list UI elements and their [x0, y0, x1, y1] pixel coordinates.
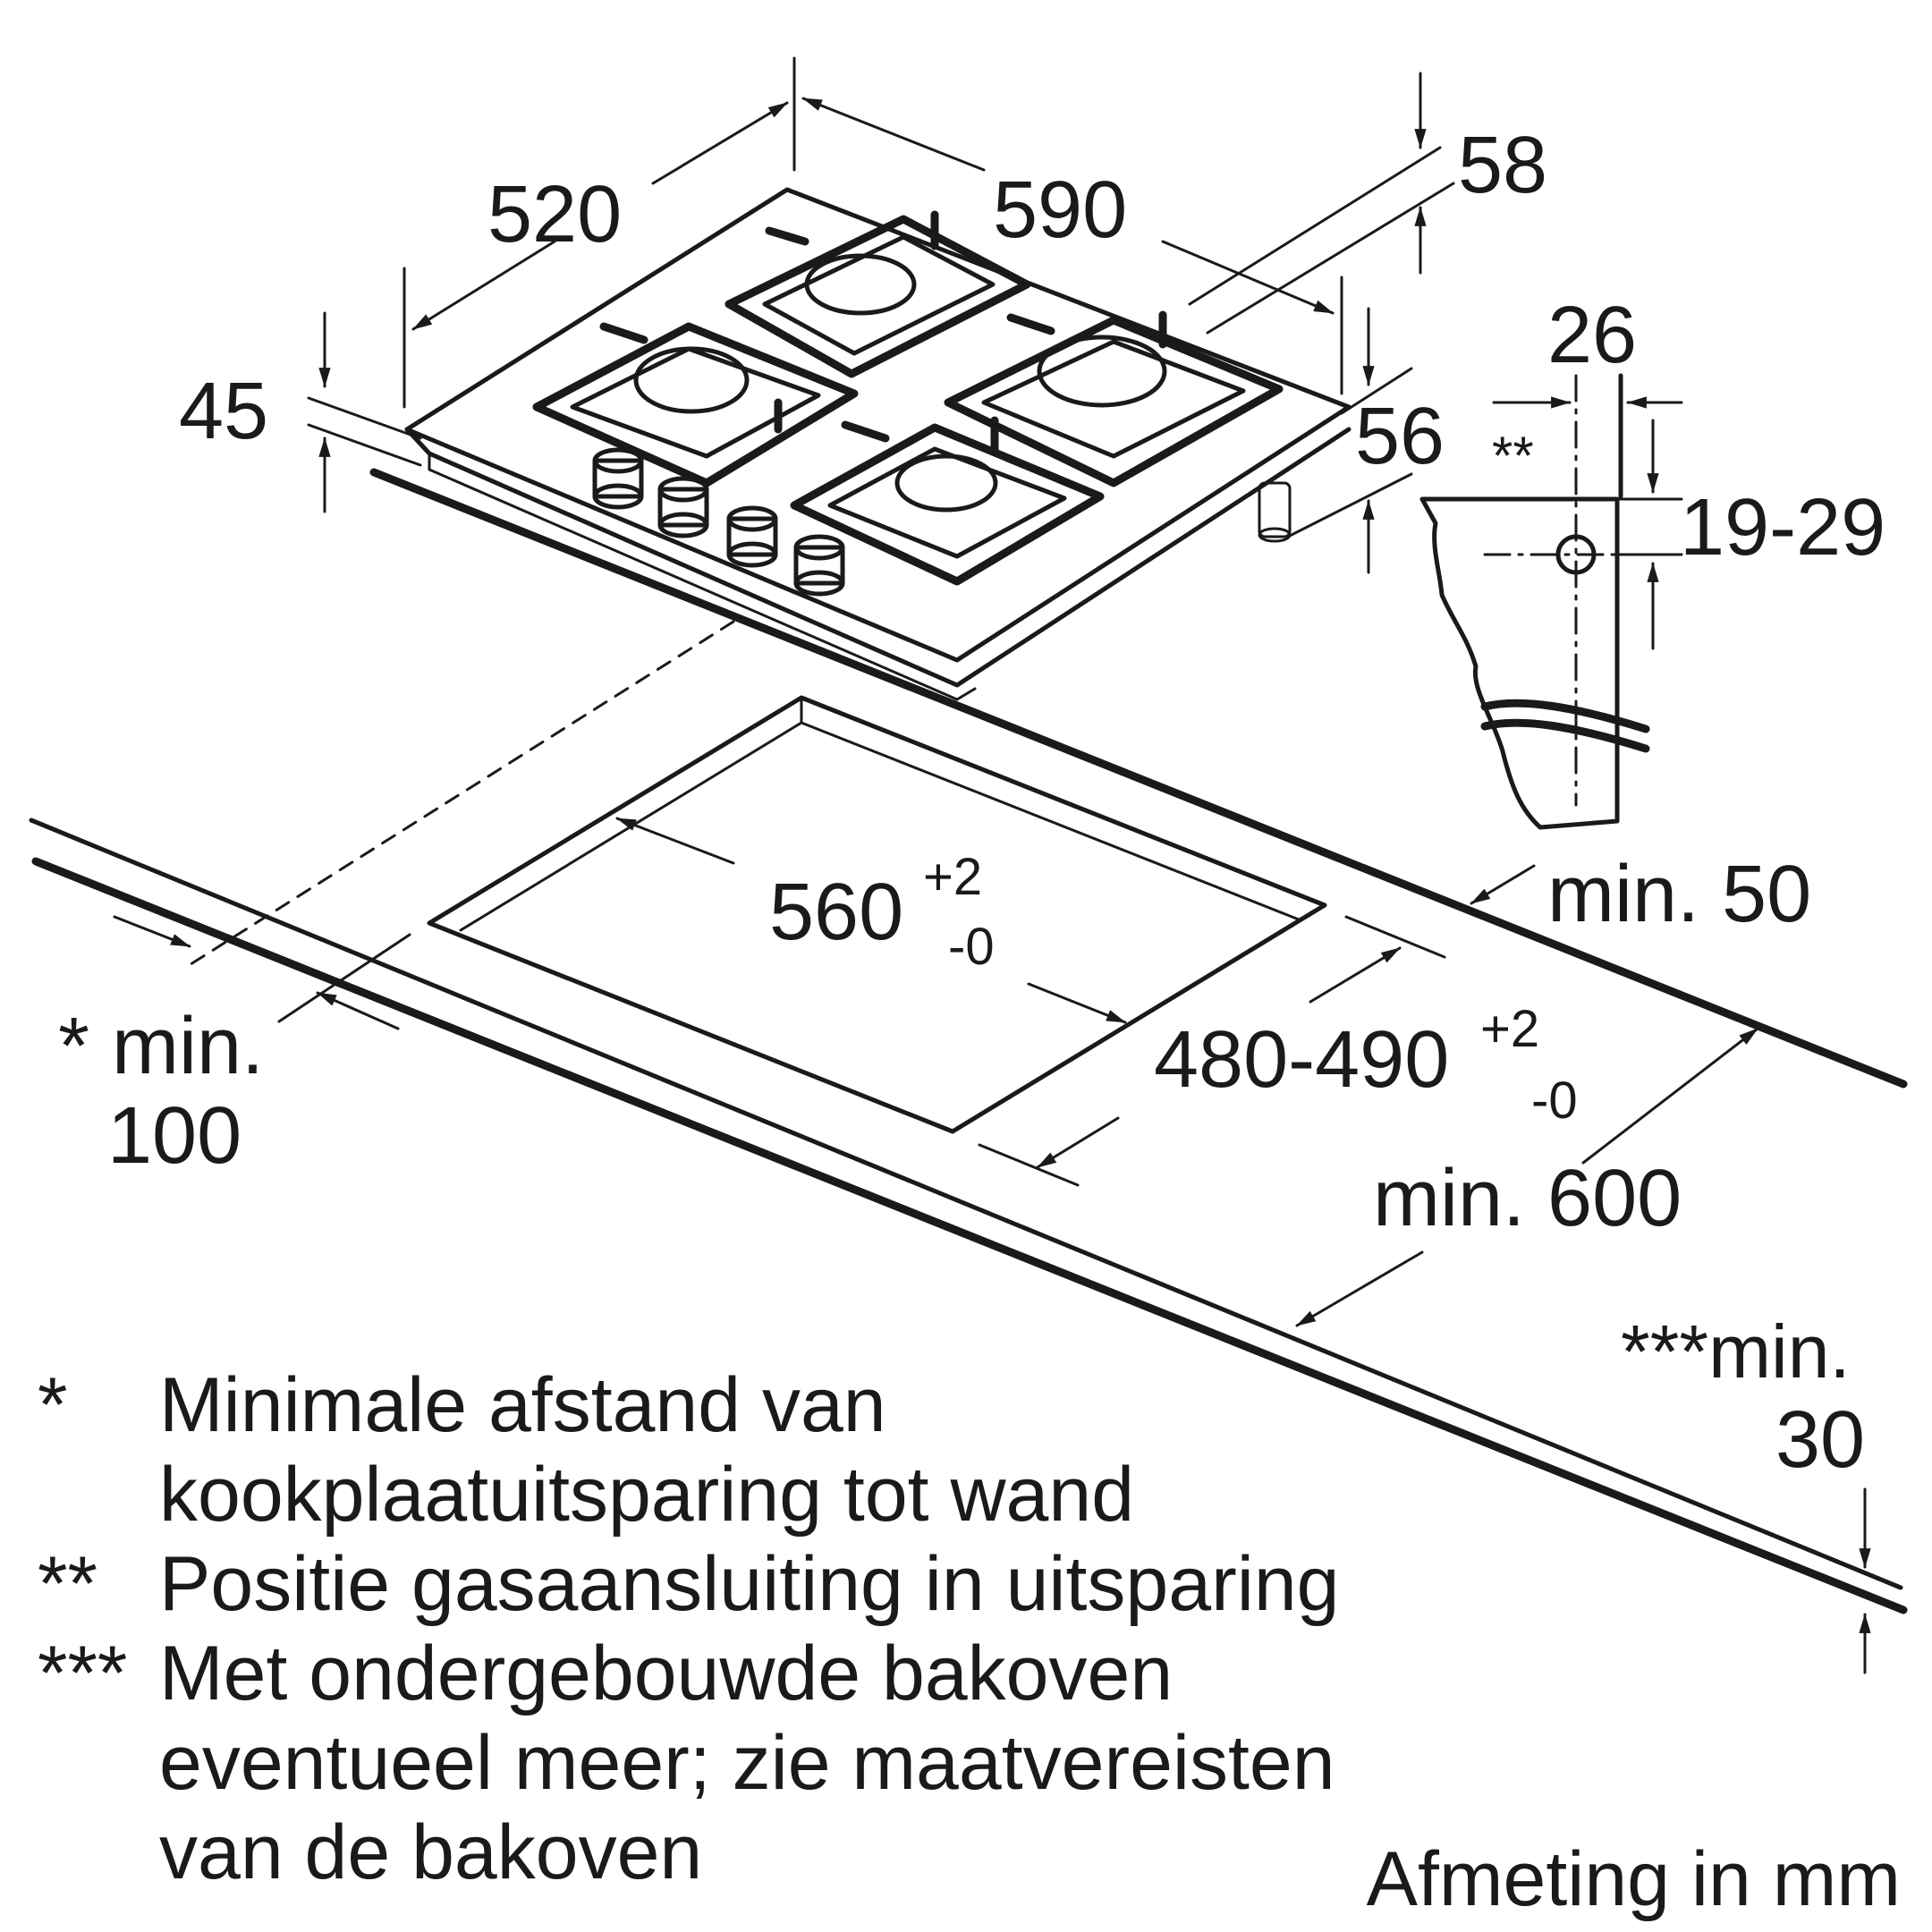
footnotes: * Minimale afstand van kookplaatuitspari… [38, 1362, 1901, 1922]
knob-3 [726, 505, 778, 568]
dim-56-label: 56 [1355, 392, 1445, 481]
dim-560-tol-plus: +2 [923, 848, 982, 906]
control-knobs [592, 447, 845, 597]
oven-min-label-line2: 30 [1775, 1395, 1865, 1485]
footnote-3-line1: Met ondergebouwde bakoven [159, 1631, 1173, 1716]
footnote-3-marker: *** [38, 1631, 127, 1716]
dim-590-label: 590 [993, 165, 1127, 255]
footnote-1-marker: * [38, 1362, 67, 1448]
dimension-labels: 520 590 58 45 56 26 ** 19-29 560 +2 -0 4… [58, 121, 1885, 1485]
unit-label: Afmeting in mm [1367, 1836, 1901, 1922]
dim-19-29-label: 19-29 [1680, 483, 1885, 572]
dim-26-label: 26 [1547, 291, 1637, 380]
min-50-label: min. 50 [1547, 850, 1811, 939]
footnote-2-line1: Positie gasaansluiting in uitsparing [159, 1541, 1339, 1627]
side-section [1419, 373, 1683, 830]
dim-560-label: 560 [769, 868, 903, 957]
knob-2 [657, 476, 709, 538]
burner-back-left [724, 210, 1031, 378]
dim-520-label: 520 [487, 170, 622, 259]
footnote-3-line3: van de bakoven [159, 1809, 702, 1895]
footnote-2-marker: ** [38, 1541, 97, 1627]
dim-480-490-label: 480-490 [1154, 1015, 1449, 1105]
burner-back-right [944, 310, 1284, 487]
dimension-lines [113, 56, 1871, 1674]
countertop [29, 468, 1908, 1614]
dim-480-490-tol-plus: +2 [1480, 1000, 1539, 1058]
burner-front-right [790, 416, 1105, 586]
projection-line [186, 620, 735, 968]
oven-min-label-line1: ***min. [1621, 1309, 1851, 1394]
knob-4 [793, 534, 845, 597]
gas-connection-marker: ** [1492, 426, 1534, 486]
footnote-3-line2: eventueel meer; zie maatvereisten [159, 1720, 1335, 1806]
dim-58-label: 58 [1458, 121, 1547, 210]
knob-1 [592, 447, 644, 510]
countertop-cutout [427, 695, 1327, 1134]
footnote-1-line2: kookplaatuitsparing tot wand [159, 1452, 1134, 1538]
dim-560-tol-minus: -0 [948, 918, 995, 976]
dim-480-490-tol-minus: -0 [1531, 1072, 1578, 1130]
wall-min-label-line2: 100 [107, 1091, 242, 1181]
min-600-label: min. 600 [1373, 1154, 1682, 1243]
wall-min-label-line1: * min. [58, 1002, 264, 1091]
dim-45-label: 45 [179, 367, 268, 456]
footnote-1-line1: Minimale afstand van [159, 1362, 886, 1448]
gas-hob [404, 187, 1352, 701]
burner-front-left [532, 322, 859, 487]
